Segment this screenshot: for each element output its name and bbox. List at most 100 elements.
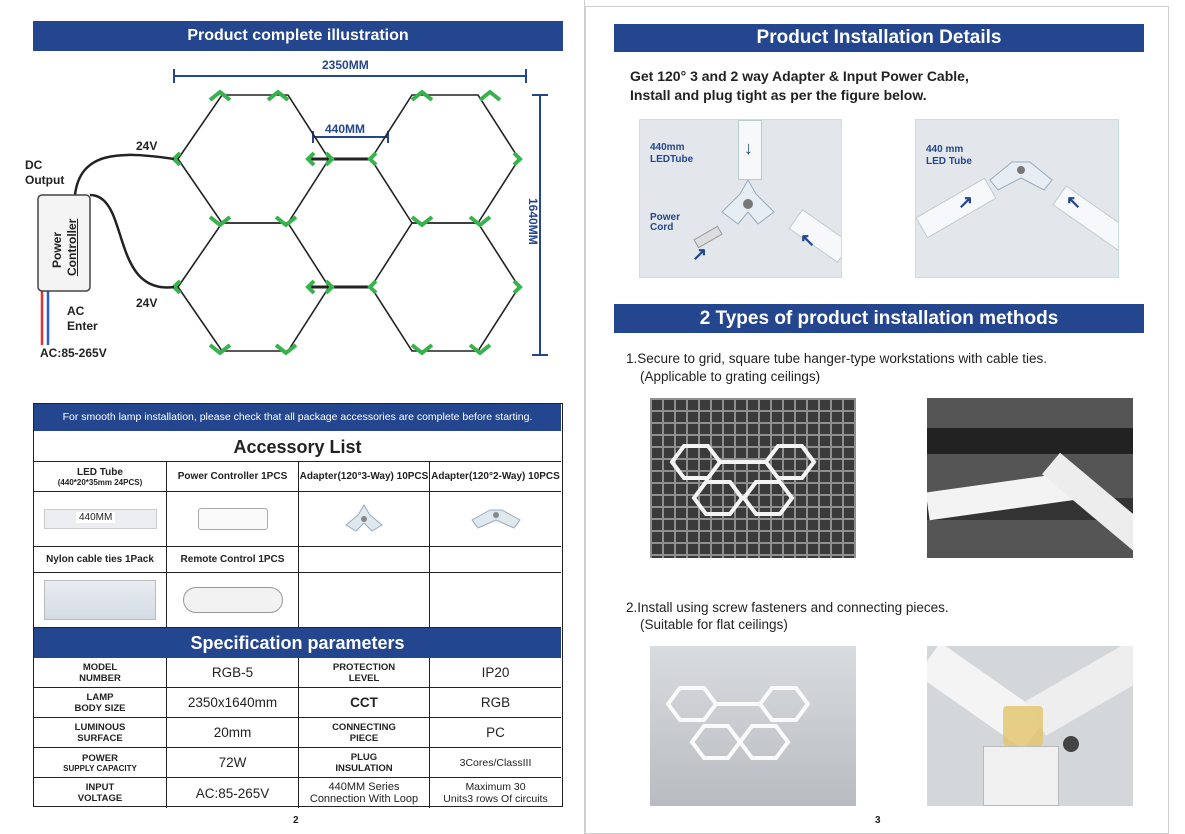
- spec-cell-3-3: 3Cores/ClassIII: [430, 748, 561, 778]
- voltage-bottom-label: 24V: [136, 296, 158, 310]
- acc-adapter-3way: Adapter(120°3-Way) 10PCS: [299, 462, 430, 492]
- ac-enter-label-2: Enter: [67, 319, 98, 333]
- spec-text-0-3-0: PROTECTION: [332, 661, 396, 673]
- spec-text-4-5-1: Units3 rows Of circuits: [443, 793, 548, 805]
- tube-left: [916, 177, 997, 239]
- acc-led-tube-image: 440MM: [34, 492, 167, 547]
- spec-text-0-4-0: LEVEL: [348, 672, 380, 684]
- acc-cable-ties: Nylon cable ties 1Pack: [34, 547, 167, 573]
- connector-body: [983, 746, 1059, 806]
- acc-cable-ties-image: [34, 573, 167, 628]
- arrow-down-icon: ↓: [744, 138, 753, 158]
- screw-fastener-closeup: [927, 646, 1133, 806]
- fig1-label-2: LEDTube: [650, 154, 694, 165]
- spec-text-1-1-0: BODY SIZE: [74, 702, 126, 714]
- acc-remote: Remote Control 1PCS: [167, 547, 299, 573]
- flat-hex-lights: [665, 686, 811, 760]
- spec-cell-3-1: 72W: [167, 748, 299, 778]
- spec-text-3-4-0: INSULATION: [335, 762, 393, 774]
- acc-controller-image: [167, 492, 299, 547]
- spec-text-4-2-0: AC:85-265V: [195, 785, 270, 801]
- spec-cell-1-1: 2350x1640mm: [167, 688, 299, 718]
- accessory-spec-table: For smooth lamp installation, please che…: [33, 403, 563, 808]
- spec-text-2-3-0: CONNECTING: [332, 721, 396, 733]
- spec-text-0-2-0: RGB-5: [211, 665, 254, 680]
- installation-header: Product Installation Details: [614, 24, 1144, 52]
- spec-text-3-2-0: 72W: [218, 755, 247, 770]
- spec-text-2-4-0: PIECE: [349, 732, 379, 744]
- spec-text-0-0-0: MODEL: [82, 661, 118, 673]
- spec-text-4-0-0: INPUT: [85, 782, 115, 793]
- fig1-label-4: Cord: [650, 222, 674, 233]
- page-number-right: 3: [875, 815, 881, 826]
- accessory-title: Accessory List: [34, 432, 561, 462]
- connector-hub: [1003, 706, 1043, 746]
- spec-text-2-5-0: PC: [486, 725, 505, 740]
- intro-line-2: Install and plug tight as per the figure…: [630, 87, 927, 103]
- ac-range-label: AC:85-265V: [40, 346, 107, 360]
- spec-text-4-5-0: Maximum 30: [465, 781, 526, 793]
- acc-led-tube: LED Tube (440*20*35mm 24PCS): [34, 462, 167, 492]
- spec-cell-1-2: CCT: [299, 688, 430, 718]
- spec-text-4-3-0: 440MM Series: [328, 781, 400, 793]
- controller-label-2: Controller: [65, 218, 79, 276]
- beam-top: [927, 428, 1133, 454]
- methods-header: 2 Types of product installation methods: [614, 304, 1144, 333]
- acc-led-tube-label: LED Tube: [77, 466, 123, 478]
- controller-label-1: Power: [50, 231, 64, 268]
- spec-text-3-5-0: 3Cores/ClassIII: [459, 756, 532, 769]
- spec-text-4-4-0: Connection With Loop: [309, 793, 419, 805]
- acc-remote-image: [167, 573, 299, 628]
- spec-text-1-2-0: 2350x1640mm: [187, 695, 278, 710]
- method1-line-2: (Applicable to grating ceilings): [640, 369, 821, 384]
- illustration-header: Product complete illustration: [33, 21, 563, 51]
- spec-text-0-5-0: IP20: [481, 665, 510, 680]
- acc-adapter2-image: [430, 492, 561, 547]
- spec-cell-2-3: PC: [430, 718, 561, 748]
- acc-power-controller: Power Controller 1PCS: [167, 462, 299, 492]
- adapter-2way-icon: [989, 161, 1053, 191]
- adapter2-icon: [470, 509, 521, 529]
- page-left-frame: [0, 0, 585, 834]
- acc-led-tube-sub: (440*20*35mm 24PCS): [57, 477, 143, 487]
- arrow-upleft-icon: ↖: [800, 230, 816, 250]
- spec-text-3-3-0: PLUG: [350, 751, 378, 763]
- acc-adapter3-image: [299, 492, 430, 547]
- spec-title: Specification parameters: [34, 628, 561, 658]
- spec-text-0-1-0: NUMBER: [79, 672, 121, 684]
- spec-text-1-3-0: CCT: [350, 695, 378, 710]
- dc-output-label-2: Output: [25, 173, 65, 187]
- intro-line-1: Get 120° 3 and 2 way Adapter & Input Pow…: [630, 68, 969, 84]
- spec-text-1-0-0: LAMP: [86, 691, 114, 703]
- method1-line-1: 1.Secure to grid, square tube hanger-typ…: [626, 351, 1047, 366]
- hexagon-diagram: [37, 69, 548, 356]
- page-number-left: 2: [293, 815, 299, 826]
- acc-empty-1: [299, 547, 430, 573]
- spec-text-3-0-0: POWER: [82, 752, 118, 764]
- cable-ties-image: [44, 580, 156, 620]
- width-dimension: 2350MM: [322, 58, 369, 72]
- fig2-label-2: LED Tube: [926, 156, 972, 167]
- acc-empty-4: [430, 573, 561, 628]
- ac-enter-label-1: AC: [67, 304, 85, 318]
- adapter3-icon: [345, 504, 383, 532]
- spec-cell-1-3: RGB: [430, 688, 561, 718]
- arrow-upright-icon-2: ↗: [958, 192, 974, 212]
- acc-empty-2: [430, 547, 561, 573]
- spec-text-3-1-0: SUPPLY CAPACITY: [63, 763, 137, 773]
- tube-vertical: [738, 120, 762, 180]
- dc-output-label-1: DC: [25, 158, 43, 172]
- tube-length: 440MM: [76, 512, 116, 523]
- grid-hanger-closeup: [927, 398, 1133, 558]
- fig-2way-adapter: ↗ ↖ 440 mm LED Tube: [915, 119, 1119, 278]
- adapter-3way-icon: [721, 178, 775, 225]
